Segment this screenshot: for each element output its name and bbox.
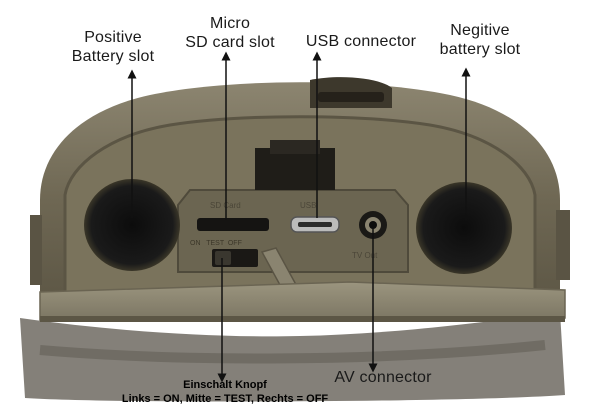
positive-battery-hole	[84, 179, 180, 271]
label-micro-sd-slot: Micro SD card slot	[175, 14, 285, 52]
base-plate	[39, 281, 566, 321]
embossed-mode-text: ON TEST OFF	[190, 240, 242, 247]
label-positive-battery-slot: Positive Battery slot	[58, 28, 168, 66]
embossed-tv-text: TV Out	[352, 251, 378, 260]
av-jack-center	[369, 221, 377, 229]
fabric-strap-texture	[39, 340, 546, 364]
label-negative-battery-slot: Negitive battery slot	[425, 21, 535, 59]
label-negative-line1: Negitive	[450, 22, 510, 39]
housing-inner-rim	[63, 115, 537, 310]
label-power-switch: Einschalt Knopf Links = ON, Mitte = TEST…	[100, 378, 350, 406]
label-positive-line2: Battery slot	[71, 48, 155, 65]
usb-port-inner	[298, 222, 332, 227]
label-switch-title: Einschalt Knopf	[183, 379, 267, 391]
sd-card-slot	[197, 218, 269, 231]
label-av-text: AV connector	[334, 369, 432, 386]
label-micro-line2: SD card slot	[185, 34, 275, 51]
negative-battery-hole	[416, 182, 512, 274]
label-usb-connector: USB connector	[292, 32, 430, 51]
latch-slot	[318, 92, 384, 102]
black-connector-tab	[270, 140, 320, 154]
embossed-usb-text: USB	[300, 201, 316, 210]
mode-switch-knob	[215, 251, 231, 265]
label-av-connector: AV connector	[318, 368, 448, 387]
label-switch-modes: Links = ON, Mitte = TEST, Rechts = OFF	[121, 393, 329, 405]
label-usb-text: USB connector	[305, 33, 417, 50]
label-negative-line2: battery slot	[439, 41, 521, 58]
base-plate-edge	[40, 316, 565, 322]
label-micro-line1: Micro	[209, 15, 251, 32]
label-positive-line1: Positive	[84, 29, 142, 46]
left-side-clip	[30, 215, 42, 285]
black-connector-block	[255, 148, 335, 190]
right-side-clip	[556, 210, 570, 280]
